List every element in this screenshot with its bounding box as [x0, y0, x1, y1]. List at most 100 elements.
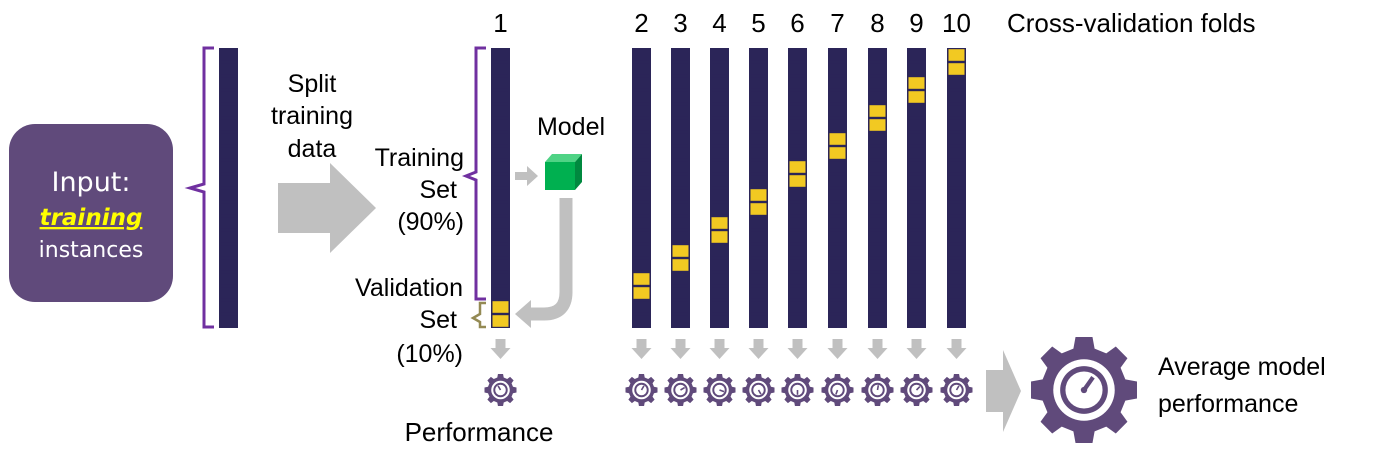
training-instance	[750, 91, 767, 103]
training-instance	[220, 245, 237, 257]
training-instance	[948, 301, 965, 313]
training-instance	[633, 231, 650, 243]
input-column-background	[219, 48, 238, 328]
training-instance	[711, 77, 728, 89]
validation-instance	[908, 91, 925, 103]
training-instance	[908, 161, 925, 173]
fold-column-background	[947, 48, 966, 328]
training-instance	[672, 301, 689, 313]
model-label: Model	[537, 113, 605, 141]
training-instance	[492, 119, 509, 131]
training-instance	[789, 63, 806, 75]
training-instance	[633, 119, 650, 131]
training-instance	[948, 161, 965, 173]
training-instance	[672, 161, 689, 173]
down-arrow-icon	[906, 339, 927, 359]
performance-gear-icon	[940, 374, 973, 406]
training-instance	[789, 105, 806, 117]
training-instance	[829, 301, 846, 313]
training-instance	[750, 273, 767, 285]
fold-10: 10	[940, 8, 973, 406]
training-instance	[633, 147, 650, 159]
training-instance	[711, 203, 728, 215]
validation-instance	[908, 77, 925, 89]
training-instance	[829, 49, 846, 61]
training-instance	[948, 315, 965, 327]
input-label: Input:	[51, 167, 130, 198]
training-instance	[869, 133, 886, 145]
training-instance	[869, 203, 886, 215]
split-label-line1: Split	[288, 70, 337, 98]
training-instance	[711, 175, 728, 187]
training-instance	[492, 189, 509, 201]
fold-8: 8	[861, 8, 894, 406]
training-instance	[220, 231, 237, 243]
average-performance-gear-icon	[1031, 337, 1137, 443]
fold-4: 4	[703, 8, 736, 406]
training-instance	[633, 63, 650, 75]
training-instance	[750, 245, 767, 257]
training-instance	[672, 189, 689, 201]
fold-column-background	[788, 48, 807, 328]
validation-set-label-line3: (10%)	[396, 340, 463, 368]
training-instance	[789, 49, 806, 61]
training-instance	[869, 63, 886, 75]
training-instance	[633, 245, 650, 257]
training-instance	[869, 259, 886, 271]
training-instance	[633, 259, 650, 271]
training-set-label-line3: (90%)	[397, 208, 464, 236]
training-instance	[869, 77, 886, 89]
training-instance	[789, 203, 806, 215]
training-instance	[633, 91, 650, 103]
fold-number-label: 9	[909, 8, 923, 38]
training-instance	[750, 175, 767, 187]
training-instance	[711, 189, 728, 201]
training-instance	[492, 273, 509, 285]
folds-title: Cross-validation folds	[1007, 8, 1256, 38]
training-instance	[829, 105, 846, 117]
validation-instance	[789, 175, 806, 187]
training-instance	[869, 49, 886, 61]
training-instance	[220, 175, 237, 187]
model-to-validation-arrow-icon	[530, 198, 573, 321]
training-instance	[908, 189, 925, 201]
training-instance	[711, 105, 728, 117]
validation-set-label-line1: Validation	[355, 274, 463, 302]
training-instance	[908, 315, 925, 327]
training-instance	[492, 259, 509, 271]
training-instance	[869, 231, 886, 243]
validation-instance	[869, 119, 886, 131]
training-instance	[869, 161, 886, 173]
training-instance	[948, 245, 965, 257]
down-arrow-icon	[490, 339, 511, 359]
training-instance	[672, 147, 689, 159]
training-instance	[220, 287, 237, 299]
training-instance	[492, 63, 509, 75]
performance-gear-icon	[821, 374, 854, 406]
validation-set-label-line2: Set	[419, 306, 457, 334]
training-set-label-line1: Training	[375, 144, 464, 172]
training-instance	[908, 287, 925, 299]
training-instance	[220, 217, 237, 229]
training-instance	[789, 133, 806, 145]
training-instance	[829, 119, 846, 131]
training-instance	[948, 105, 965, 117]
training-instance	[869, 189, 886, 201]
training-instance	[633, 161, 650, 173]
fold-column-background	[632, 48, 651, 328]
average-label-line1: Average model	[1158, 353, 1326, 381]
training-instance	[220, 315, 237, 327]
training-instance	[789, 147, 806, 159]
training-instance	[750, 161, 767, 173]
input-instance-column	[219, 48, 238, 328]
performance-gear-icon	[664, 374, 697, 406]
fold-column-background	[710, 48, 729, 328]
training-instance	[711, 49, 728, 61]
fold-number-label: 2	[634, 8, 648, 38]
training-instance	[672, 315, 689, 327]
validation-instance	[829, 147, 846, 159]
training-instance	[750, 63, 767, 75]
training-instance	[711, 133, 728, 145]
training-instance	[672, 175, 689, 187]
